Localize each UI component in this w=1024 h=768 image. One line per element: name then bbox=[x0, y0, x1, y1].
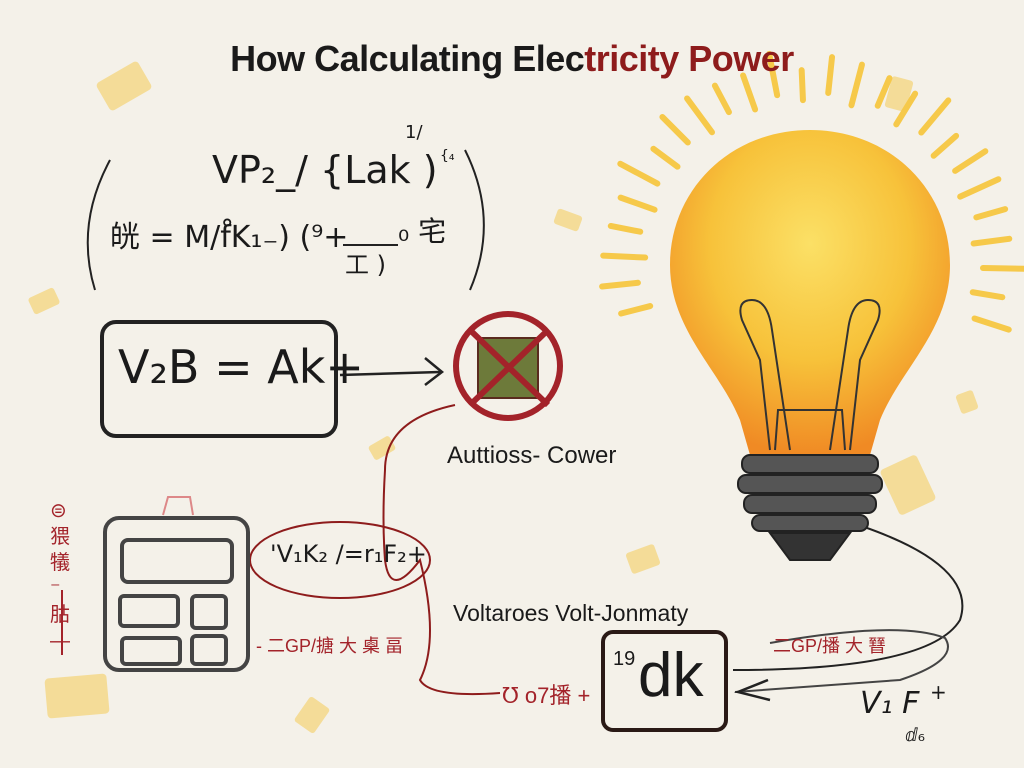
light-ray bbox=[617, 160, 661, 187]
red-mid-annotation: - 二GP/搪 大 㮚 畐 bbox=[256, 636, 404, 656]
decorative-chips bbox=[28, 61, 979, 733]
light-ray bbox=[825, 54, 836, 96]
title-part-black: How Calculating Elec bbox=[230, 38, 585, 79]
light-ray bbox=[740, 72, 759, 113]
prohibition-icon bbox=[453, 311, 563, 421]
light-ray bbox=[600, 252, 649, 261]
light-ray bbox=[711, 82, 732, 116]
light-rays bbox=[599, 50, 1024, 333]
formula-top-sup2: {₄ bbox=[440, 148, 455, 164]
light-ray bbox=[930, 132, 960, 159]
light-ray bbox=[607, 222, 644, 235]
light-ray bbox=[618, 303, 654, 317]
formula-top-tail: ₀ 宅 bbox=[398, 215, 447, 248]
light-ray bbox=[798, 67, 806, 104]
light-ray bbox=[650, 145, 681, 170]
formula-top-sup1: 1/ bbox=[405, 122, 423, 143]
light-ray bbox=[971, 315, 1012, 333]
title-part-red: tricity Power bbox=[584, 38, 794, 79]
light-ray bbox=[684, 95, 716, 136]
label-voltaroes: Voltaroes Volt-Jonmaty bbox=[453, 600, 689, 626]
formula-top-denominator: 工 ) bbox=[345, 251, 386, 279]
page-title: How Calculating Electricity Power bbox=[0, 38, 1024, 80]
light-ray bbox=[979, 265, 1024, 272]
lightbulb-icon bbox=[670, 130, 950, 561]
formula-box bbox=[100, 320, 338, 438]
red-bottom-annotation: ℧ o7播 + bbox=[502, 683, 591, 708]
corner-plus: + bbox=[930, 680, 947, 704]
dk-box bbox=[601, 630, 728, 732]
light-ray bbox=[659, 114, 691, 146]
dk-text: dk bbox=[638, 641, 704, 710]
light-ray bbox=[973, 206, 1009, 221]
dk-superscript: 19 bbox=[613, 648, 636, 670]
corner-formula: V₁ F bbox=[860, 686, 920, 721]
light-ray bbox=[766, 50, 781, 99]
light-ray bbox=[957, 176, 1002, 200]
formula-top-line1: VP₂_/ {Lak ) bbox=[212, 148, 438, 192]
light-ray bbox=[874, 75, 893, 109]
light-ray bbox=[918, 97, 952, 136]
calculator-icon bbox=[103, 496, 250, 672]
light-ray bbox=[848, 61, 865, 109]
light-ray bbox=[599, 279, 641, 290]
formula-top-line2: 㿠 = M/f̊K₁₋) (⁹+ bbox=[110, 220, 349, 255]
red-vertical-annotation: ⊜ 猥 犠 ⁻ 𦙶 — bbox=[50, 500, 70, 652]
light-ray bbox=[952, 148, 989, 174]
oval-formula: 'V₁K₂ /=r₁F₂+ bbox=[270, 540, 427, 568]
light-ray bbox=[893, 90, 919, 128]
red-right-annotation: 二GP/播 大 㬜 bbox=[773, 636, 887, 656]
light-ray bbox=[969, 289, 1006, 301]
boxed-formula: V₂B = Ak+ bbox=[118, 340, 364, 394]
light-ray bbox=[617, 194, 658, 213]
label-autoss: Auttioss- Cower bbox=[447, 442, 617, 469]
corner-subscript: ⅆ₆ bbox=[905, 725, 925, 746]
light-ray bbox=[970, 235, 1013, 247]
